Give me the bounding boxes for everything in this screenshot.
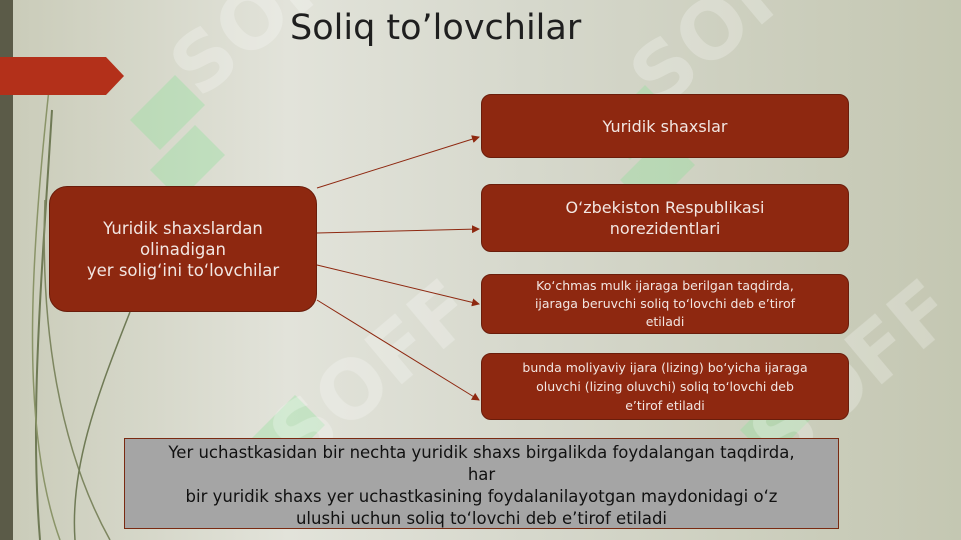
decor-curve — [43, 199, 111, 540]
source-node: Yuridik shaxslardan olinadigan yer solig… — [49, 186, 317, 312]
decor-curve — [73, 311, 131, 540]
target-node-leasing: bunda moliyaviy ijara (lizing) bo‘yicha … — [481, 353, 849, 420]
connector-arrow — [316, 225, 480, 234]
decor-curve — [31, 79, 61, 540]
target-node-legal-entities: Yuridik shaxslar — [481, 94, 849, 158]
connector-arrow — [316, 264, 480, 307]
decor-curve — [34, 109, 53, 540]
footnote-box: Yer uchastkasidan bir nechta yuridik sha… — [124, 438, 839, 529]
slide-title: Soliq to’lovchilar — [290, 8, 582, 48]
target-node-lease: Ko‘chmas mulk ijaraga berilgan taqdirda,… — [481, 274, 849, 334]
connector-arrow — [316, 299, 480, 401]
title-tab-marker — [0, 57, 124, 95]
target-node-nonresidents: O‘zbekiston Respublikasi norezidentlari — [481, 184, 849, 252]
left-accent-bar — [0, 0, 13, 540]
connector-arrow — [316, 135, 480, 189]
